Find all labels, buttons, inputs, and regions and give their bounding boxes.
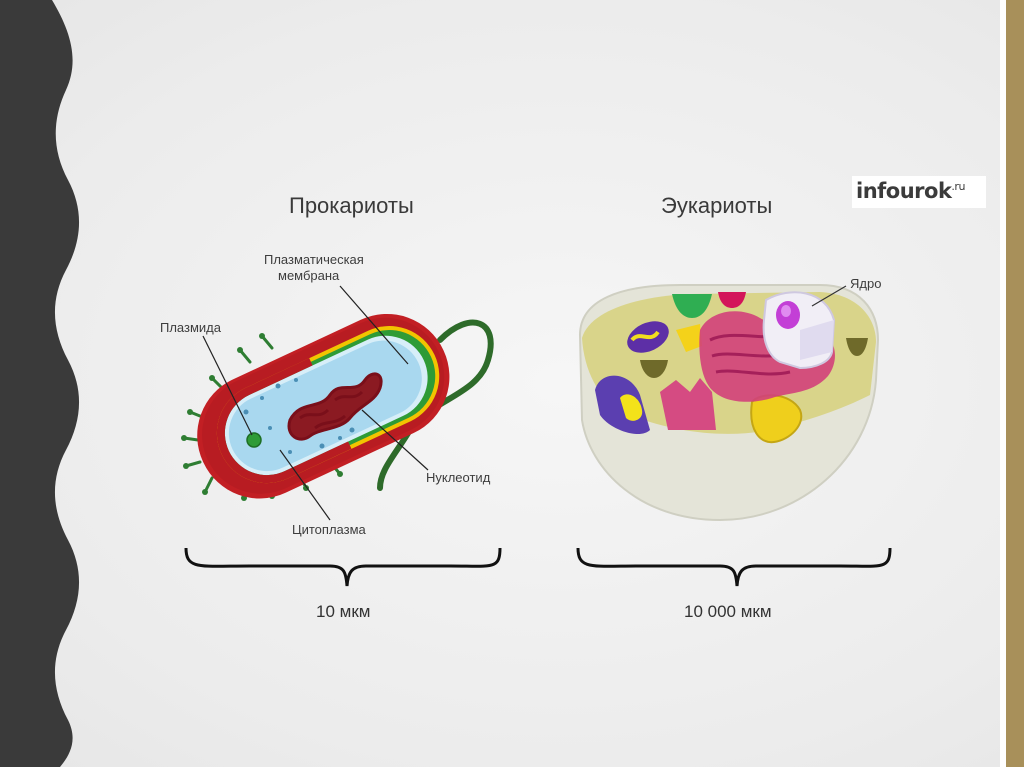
- label-nucleus: Ядро: [850, 276, 882, 291]
- label-nucleotide: Нуклеотид: [426, 470, 491, 485]
- scale-prokaryote: 10 мкм: [316, 602, 371, 621]
- label-plasma-membrane: Плазматическая мембрана: [264, 252, 364, 283]
- eukaryotes-title: Эукариоты: [661, 193, 773, 218]
- infourok-logo: infourok.ru: [852, 176, 986, 208]
- prokaryotes-title: Прокариоты: [289, 193, 414, 218]
- scale-eukaryote: 10 000 мкм: [684, 602, 772, 621]
- accent-bar: [1006, 0, 1024, 767]
- right-gap: [1000, 0, 1006, 767]
- label-cytoplasm: Цитоплазма: [292, 522, 366, 537]
- label-plasmid: Плазмида: [160, 320, 221, 335]
